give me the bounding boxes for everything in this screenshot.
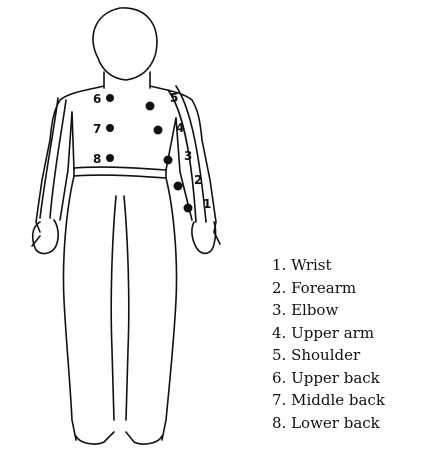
marker-dot-3	[164, 156, 173, 165]
head-outline	[93, 8, 157, 80]
left-leg-outer	[63, 176, 76, 440]
marker-label-6: 6	[93, 92, 101, 106]
marker-dot-2	[174, 182, 183, 191]
legend-item-forearm: 2. Forearm	[272, 277, 385, 300]
right-hand-outline	[192, 222, 216, 253]
legend-item-upper-arm: 4. Upper arm	[272, 322, 385, 345]
right-foot	[126, 432, 162, 444]
leg-inner-divide	[111, 196, 116, 420]
marker-dot-8	[106, 154, 114, 162]
marker-label-8: 8	[93, 152, 101, 166]
legend-list: 1. Wrist 2. Forearm 3. Elbow 4. Upper ar…	[272, 254, 385, 434]
leg-inner-divide-right	[124, 196, 129, 420]
waistband	[74, 167, 166, 178]
torso-left-side	[72, 112, 74, 170]
legend-item-shoulder: 5. Shoulder	[272, 344, 385, 367]
left-foot	[76, 432, 114, 444]
legend-item-middle-back: 7. Middle back	[272, 389, 385, 412]
legend-item-wrist: 1. Wrist	[272, 254, 385, 277]
legend-item-lower-back: 8. Lower back	[272, 412, 385, 435]
marker-dot-4	[154, 126, 163, 135]
marker-dot-1	[184, 204, 193, 213]
left-arm-stripe-outer	[40, 98, 58, 218]
marker-dot-7	[106, 124, 114, 132]
marker-label-3: 3	[184, 149, 192, 163]
legend-item-upper-back: 6. Upper back	[272, 367, 385, 390]
marker-label-2: 2	[194, 173, 202, 187]
right-leg-outer	[162, 178, 177, 440]
marker-dot-6	[106, 94, 114, 102]
marker-label-7: 7	[93, 122, 101, 136]
marker-dot-5	[146, 102, 155, 111]
legend-item-elbow: 3. Elbow	[272, 299, 385, 322]
marker-label-4: 4	[176, 121, 184, 135]
left-hand-outline	[33, 220, 58, 253]
marker-label-1: 1	[203, 197, 211, 211]
marker-label-5: 5	[170, 91, 178, 105]
